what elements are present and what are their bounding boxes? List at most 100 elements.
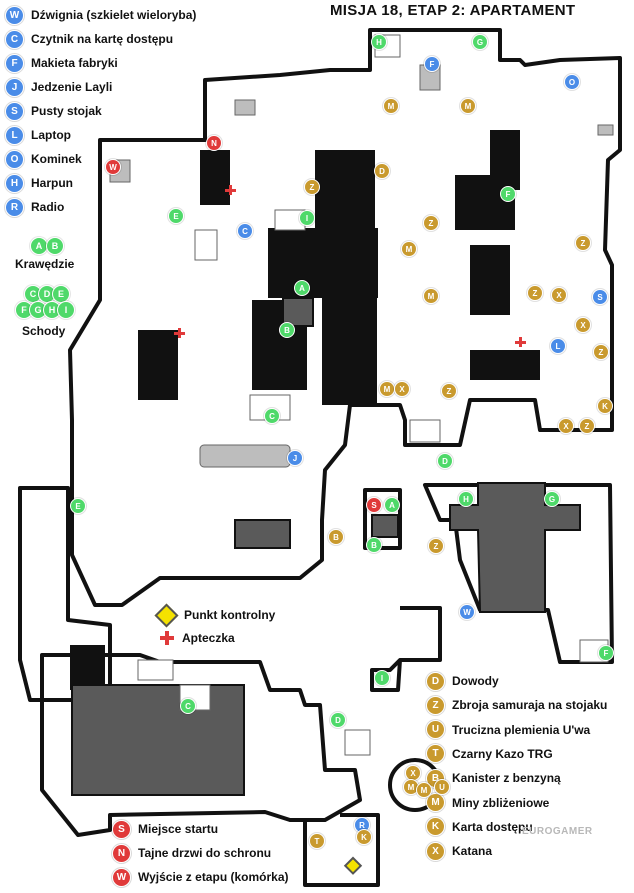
legend-badge-icon: X (426, 841, 445, 861)
legend-top-item-label: Radio (31, 200, 65, 214)
map-marker-d: D (330, 712, 346, 728)
legend-top-item-label: Laptop (31, 128, 71, 142)
legend-bottom-item-label: Miejsce startu (138, 822, 219, 836)
map-marker-n: N (206, 135, 222, 151)
map-marker-z: Z (593, 344, 609, 360)
legend-item-label: Dowody (452, 674, 499, 688)
food-icon: J (5, 77, 24, 97)
legend-badge-icon: M (426, 793, 445, 812)
map-marker-d: D (374, 163, 390, 179)
laptop-icon: L (5, 125, 24, 145)
map-marker-b: B (328, 529, 344, 545)
harpoon-icon: H (5, 173, 24, 193)
map-marker-z: Z (575, 235, 591, 251)
legend-item-label: Zbroja samuraja na stojaku (452, 698, 608, 713)
lower-hall-wall (40, 653, 362, 837)
legend-top-item-label: Pusty stojak (31, 104, 102, 118)
legend-item-6: K Karta dostępu (426, 817, 533, 837)
map-marker-g: G (544, 491, 560, 507)
legend-bottom-item-2: W Wyjście z etapu (komórka) (112, 867, 289, 887)
map-marker-k: K (597, 398, 613, 414)
map-marker-m: M (383, 98, 399, 114)
main-building-wall (68, 28, 622, 607)
map-marker-u: U (434, 779, 450, 795)
legend-bottom-item-0: S Miejsce startu (112, 819, 218, 839)
legend-top-item-label: Kominek (31, 152, 82, 166)
legend-top-item-5: L Laptop (5, 125, 71, 145)
map-marker-a: A (384, 497, 400, 513)
legend-bottom-item-1: N Tajne drzwi do schronu (112, 843, 271, 863)
legend-item-label: Czarny Kazo TRG (452, 746, 553, 761)
legend-item-1: Z Zbroja samuraja na stojaku (426, 695, 607, 715)
map-marker-k: K (356, 829, 372, 845)
map-marker-z: Z (304, 179, 320, 195)
radio-icon: R (5, 197, 24, 217)
map-marker-z: Z (579, 418, 595, 434)
map-marker-m: M (403, 779, 419, 795)
legend-checkpoint: Punkt kontrolny (154, 602, 276, 628)
legend-item-label: Karta dostępu (452, 819, 533, 834)
legend-item-label: Trucizna plemienia U'wa (452, 722, 591, 737)
stairs-label: Schody (22, 324, 66, 338)
lever-icon: W (5, 5, 24, 25)
legend-top-item-label: Makieta fabryki (31, 56, 118, 70)
map-marker-m: M (460, 98, 476, 114)
map-marker-h: H (458, 491, 474, 507)
map-marker-i: I (299, 210, 315, 226)
legend-bottom-item-label: Wyjście z etapu (komórka) (138, 870, 289, 884)
legend-medkit: Apteczka (160, 628, 235, 648)
map-marker-x: X (558, 418, 574, 434)
map-marker-j: J (287, 450, 303, 466)
legend-bottom-item-label: Tajne drzwi do schronu (138, 846, 272, 860)
map-marker-b: B (279, 322, 295, 338)
legend-medkit-label: Apteczka (182, 631, 235, 645)
map-marker-w: W (459, 604, 475, 620)
elevator-room-wall (363, 488, 402, 550)
fireplace-icon: O (5, 149, 24, 169)
medkit-cross-icon (160, 631, 174, 645)
legend-top-item-label: Harpun (31, 176, 73, 190)
legend-top-item-label: Czytnik na kartę dostępu (31, 32, 174, 46)
legend-badge-icon: W (112, 867, 131, 887)
legend-badge-icon: U (426, 720, 445, 740)
map-marker-d: D (437, 453, 453, 469)
map-marker-z: Z (428, 538, 444, 554)
map-marker-a: A (294, 280, 310, 296)
legend-top-item-label: Dźwignia (szkielet wieloryba) (31, 8, 197, 22)
map-marker-f: F (424, 56, 440, 72)
map-marker-m: M (423, 288, 439, 304)
legend-badge-icon: Z (426, 695, 445, 715)
edge-badge-b: B (46, 237, 64, 255)
legend-badge-icon: S (112, 819, 131, 839)
map-marker-s: S (366, 497, 382, 513)
map-marker-o: O (564, 74, 580, 90)
legend-checkpoint-label: Punkt kontrolny (184, 608, 276, 622)
map-marker-b: B (366, 537, 382, 553)
legend-item-label: Kanister z benzyną (452, 771, 561, 786)
map-marker-f: F (500, 186, 516, 202)
legend-badge-icon: K (426, 817, 445, 837)
legend-top-item-0: W Dźwignia (szkielet wieloryba) (5, 5, 196, 25)
map-marker-t: T (309, 833, 325, 849)
legend-top-item-8: R Radio (5, 197, 64, 217)
map-marker-s: S (592, 289, 608, 305)
legend-badge-icon: N (112, 843, 131, 863)
map-marker-z: Z (423, 215, 439, 231)
stairs-badge-i: I (57, 301, 75, 319)
map-marker-c: C (180, 698, 196, 714)
map-marker-x: X (394, 381, 410, 397)
map-marker-x: X (551, 287, 567, 303)
map-marker-l: L (550, 338, 566, 354)
checkpoint-diamond-icon (154, 602, 179, 628)
legend-item-label: Miny zbliżeniowe (452, 795, 550, 810)
map-marker-i: I (374, 670, 390, 686)
legend-top-item-label: Jedzenie Layli (31, 80, 113, 94)
legend-item-5: M Miny zbliżeniowe (426, 793, 549, 813)
map-marker-w: W (105, 159, 121, 175)
map-marker-e: E (70, 498, 86, 514)
